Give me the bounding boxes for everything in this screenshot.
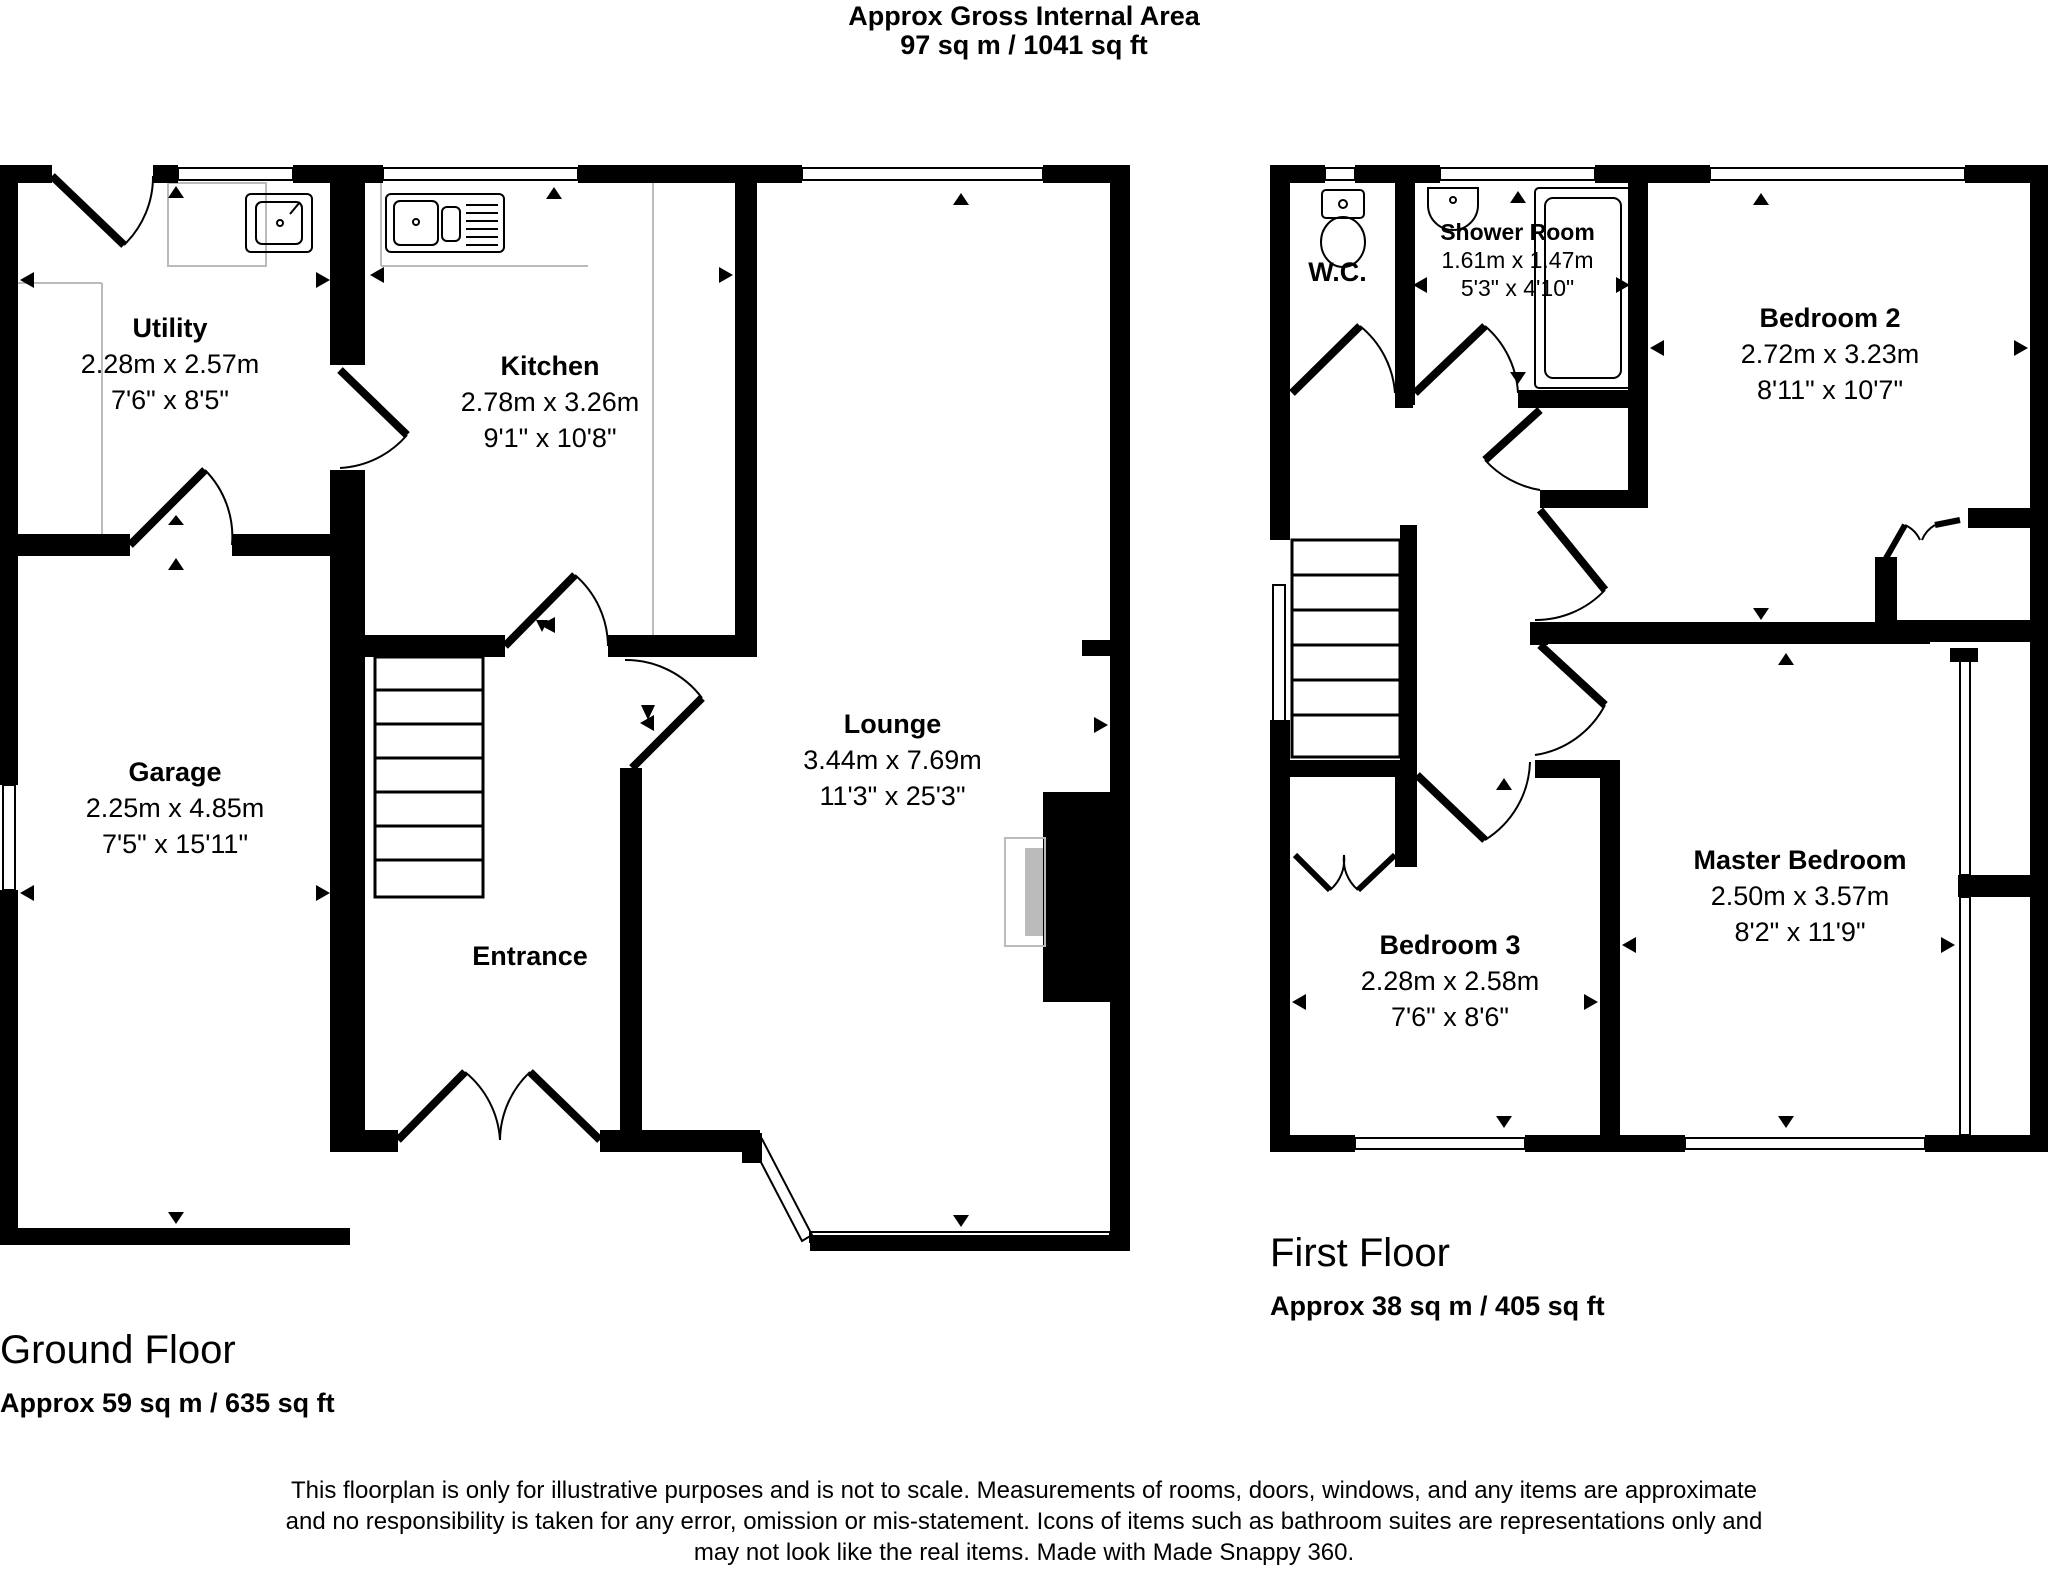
room-size-metric: 2.25m x 4.85m [85, 793, 265, 823]
ground-floor-walls [0, 165, 1130, 1251]
room-size-metric: 2.78m x 3.26m [460, 387, 640, 417]
room-label-bedroom-3: Bedroom 3 2.28m x 2.58m 7'6" x 8'6" [1330, 927, 1570, 1035]
room-name: W.C. [1308, 257, 1367, 287]
room-size-metric: 1.61m x 1.47m [1441, 247, 1594, 273]
ground-floor-plan [0, 165, 1130, 1251]
room-label-kitchen: Kitchen 2.78m x 3.26m 9'1" x 10'8" [430, 348, 670, 456]
room-label-shower-room: Shower Room 1.61m x 1.47m 5'3" x 4'10" [1415, 218, 1620, 302]
room-size-metric: 2.72m x 3.23m [1740, 339, 1920, 369]
room-label-wc: W.C. [1290, 254, 1385, 290]
ground-floor-doors [49, 173, 705, 1143]
room-name: Shower Room [1440, 219, 1595, 245]
room-size-imperial: 8'2" x 11'9" [1734, 917, 1866, 947]
ground-floor-title: Ground Floor [0, 1328, 236, 1372]
disclaimer: This floorplan is only for illustrative … [150, 1475, 1898, 1568]
disclaimer-line: This floorplan is only for illustrative … [290, 1477, 1757, 1504]
room-name: Master Bedroom [1693, 845, 1907, 875]
room-label-entrance: Entrance [440, 938, 620, 974]
first-floor-walls [1270, 165, 2048, 1152]
room-label-master-bedroom: Master Bedroom 2.50m x 3.57m 8'2" x 11'9… [1660, 842, 1940, 950]
room-name: Kitchen [500, 351, 600, 381]
disclaimer-line: and no responsibility is taken for any e… [285, 1508, 1763, 1535]
room-size-imperial: 5'3" x 4'10" [1460, 275, 1575, 301]
first-floor-windows [1272, 167, 1971, 1150]
first-floor-dimension-arrows [1292, 191, 2028, 1128]
ground-floor-windows [2, 167, 1111, 1243]
first-floor-area: Approx 38 sq m / 405 sq ft [1270, 1291, 1605, 1321]
room-label-bedroom-2: Bedroom 2 2.72m x 3.23m 8'11" x 10'7" [1715, 300, 1945, 408]
room-label-utility: Utility 2.28m x 2.57m 7'6" x 8'5" [60, 310, 280, 418]
room-size-metric: 3.44m x 7.69m [803, 745, 982, 775]
room-size-imperial: 8'11" x 10'7" [1756, 375, 1904, 405]
first-floor-stairs [1290, 538, 1402, 759]
room-size-imperial: 7'6" x 8'6" [1390, 1002, 1510, 1032]
total-area-title: Approx Gross Internal Area [848, 1, 1200, 31]
kitchen-units [18, 182, 654, 640]
ground-floor-dimension-arrows [20, 186, 1108, 1227]
room-size-metric: 2.28m x 2.58m [1360, 966, 1540, 996]
room-name: Bedroom 2 [1759, 303, 1901, 333]
room-name: Entrance [472, 941, 588, 971]
first-floor-doors [1289, 323, 1961, 893]
room-size-imperial: 7'5" x 15'11" [101, 829, 249, 859]
room-name: Utility [132, 313, 208, 343]
room-name: Bedroom 3 [1379, 930, 1521, 960]
room-size-metric: 2.28m x 2.57m [80, 349, 260, 379]
ground-floor-stairs [373, 655, 485, 899]
ground-floor-area: Approx 59 sq m / 635 sq ft [0, 1388, 335, 1418]
total-area-value: 97 sq m / 1041 sq ft [900, 30, 1148, 60]
sink-icon [245, 193, 313, 253]
double-sink-icon [385, 193, 505, 253]
first-floor-title: First Floor [1270, 1231, 1450, 1275]
room-label-lounge: Lounge 3.44m x 7.69m 11'3" x 25'3" [770, 706, 1015, 814]
room-name: Lounge [843, 709, 942, 739]
disclaimer-line: may not look like the real items. Made w… [693, 1539, 1355, 1566]
room-size-imperial: 9'1" x 10'8" [483, 423, 617, 453]
room-name: Garage [128, 757, 222, 787]
room-size-imperial: 11'3" x 25'3" [819, 781, 966, 811]
wc-toilet-icon [1320, 189, 1366, 268]
room-label-garage: Garage 2.25m x 4.85m 7'5" x 15'11" [55, 754, 295, 862]
first-floor-plan [1270, 165, 2048, 1152]
room-size-imperial: 7'6" x 8'5" [110, 385, 230, 415]
basin-icon [1427, 187, 1479, 231]
room-size-metric: 2.50m x 3.57m [1710, 881, 1890, 911]
fireplace-icon [1004, 837, 1046, 947]
